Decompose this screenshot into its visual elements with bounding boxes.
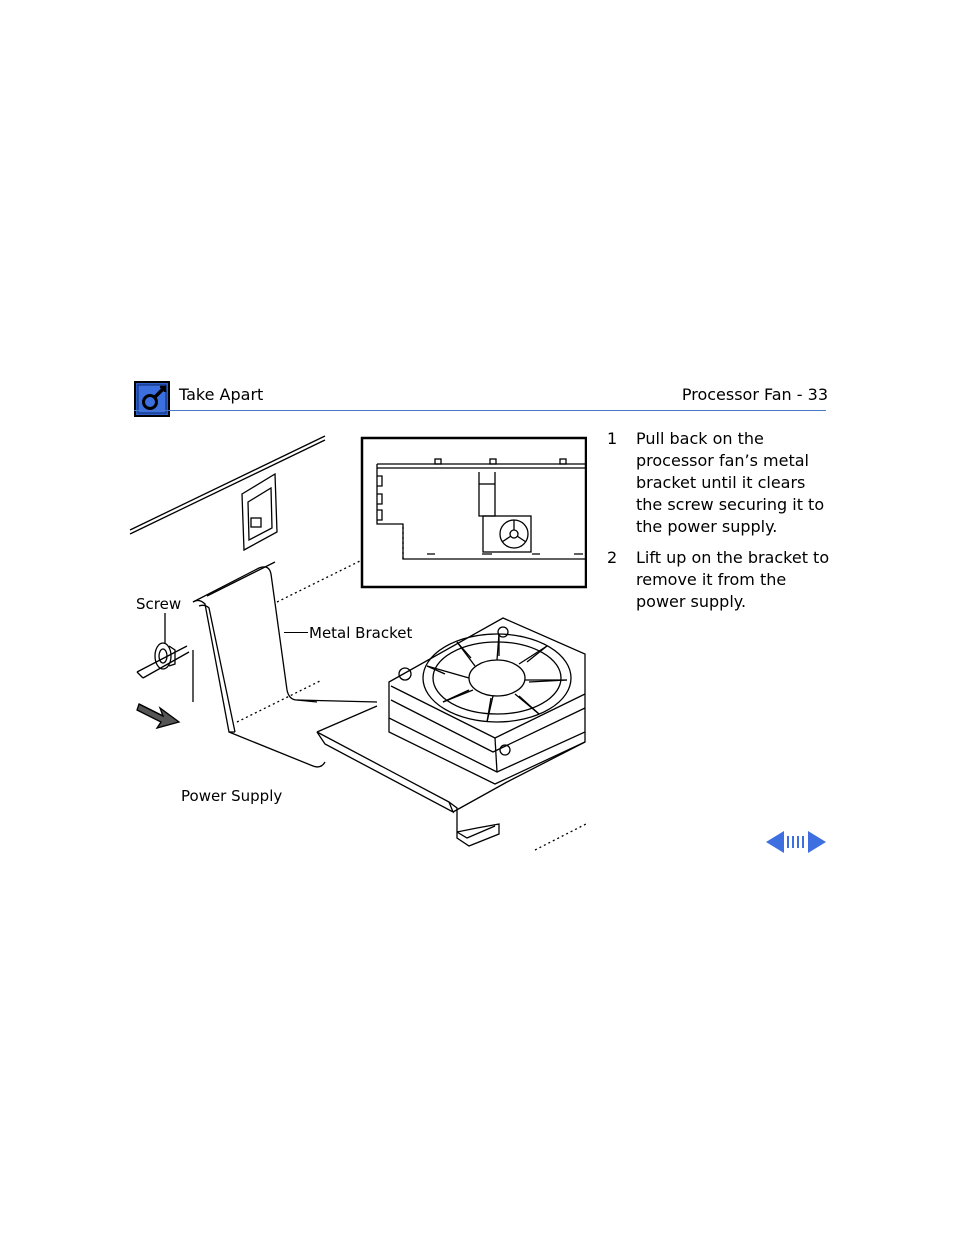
page-title: Processor Fan - 33 xyxy=(681,385,828,404)
step-text: Pull back on the processor fan’s metal b… xyxy=(636,429,825,536)
power-supply-callout: Power Supply xyxy=(181,787,283,805)
step-number: 2 xyxy=(607,548,618,567)
procedure-illustration: Screw Metal Bracket Power Supply xyxy=(127,432,588,857)
step-2: 2 Lift up on the bracket to remove it fr… xyxy=(607,547,832,613)
header-divider xyxy=(134,410,826,411)
metal-bracket-callout: Metal Bracket xyxy=(309,624,413,642)
step-1: 1 Pull back on the processor fan’s metal… xyxy=(607,428,832,538)
left-arrow-icon[interactable] xyxy=(765,830,785,854)
step-number: 1 xyxy=(607,429,618,448)
right-arrow-icon[interactable] xyxy=(807,830,827,854)
page-index-icon[interactable] xyxy=(785,830,807,854)
metal-bracket-leader xyxy=(284,632,308,634)
take-apart-wrench-icon xyxy=(134,381,170,417)
procedure-steps: 1 Pull back on the processor fan’s metal… xyxy=(607,428,832,622)
section-title: Take Apart xyxy=(179,385,264,404)
step-text: Lift up on the bracket to remove it from… xyxy=(636,548,830,611)
screw-callout: Screw xyxy=(136,595,182,613)
page-navigation xyxy=(765,830,827,854)
